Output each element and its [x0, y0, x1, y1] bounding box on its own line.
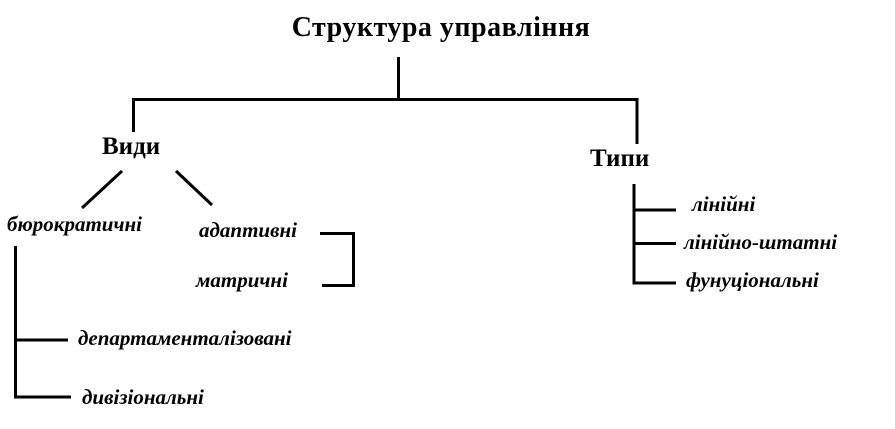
node-matrychni: матричні — [196, 268, 288, 292]
node-liniino-shtatni: лінійно-штатні — [684, 230, 838, 254]
node-dyvizionalni: дивізіональні — [82, 385, 204, 409]
connector-adaptyvni-matrychni-bracket — [320, 232, 355, 287]
node-biurokratychni: бюрократичні — [7, 212, 142, 236]
node-funutsionalni: фунуціональні — [686, 268, 819, 292]
diagram-title: Структура управління — [291, 12, 591, 43]
node-typy: Типи — [590, 145, 650, 172]
node-departamentalizovani: департаменталізовані — [78, 326, 292, 350]
node-adaptyvni: адаптивні — [199, 218, 297, 242]
connector-vydy-diagonal-right — [174, 169, 214, 207]
node-vydy: Види — [102, 133, 161, 160]
node-liniini: лінійні — [692, 192, 756, 216]
connector-vydy-diagonal-left — [80, 169, 124, 210]
